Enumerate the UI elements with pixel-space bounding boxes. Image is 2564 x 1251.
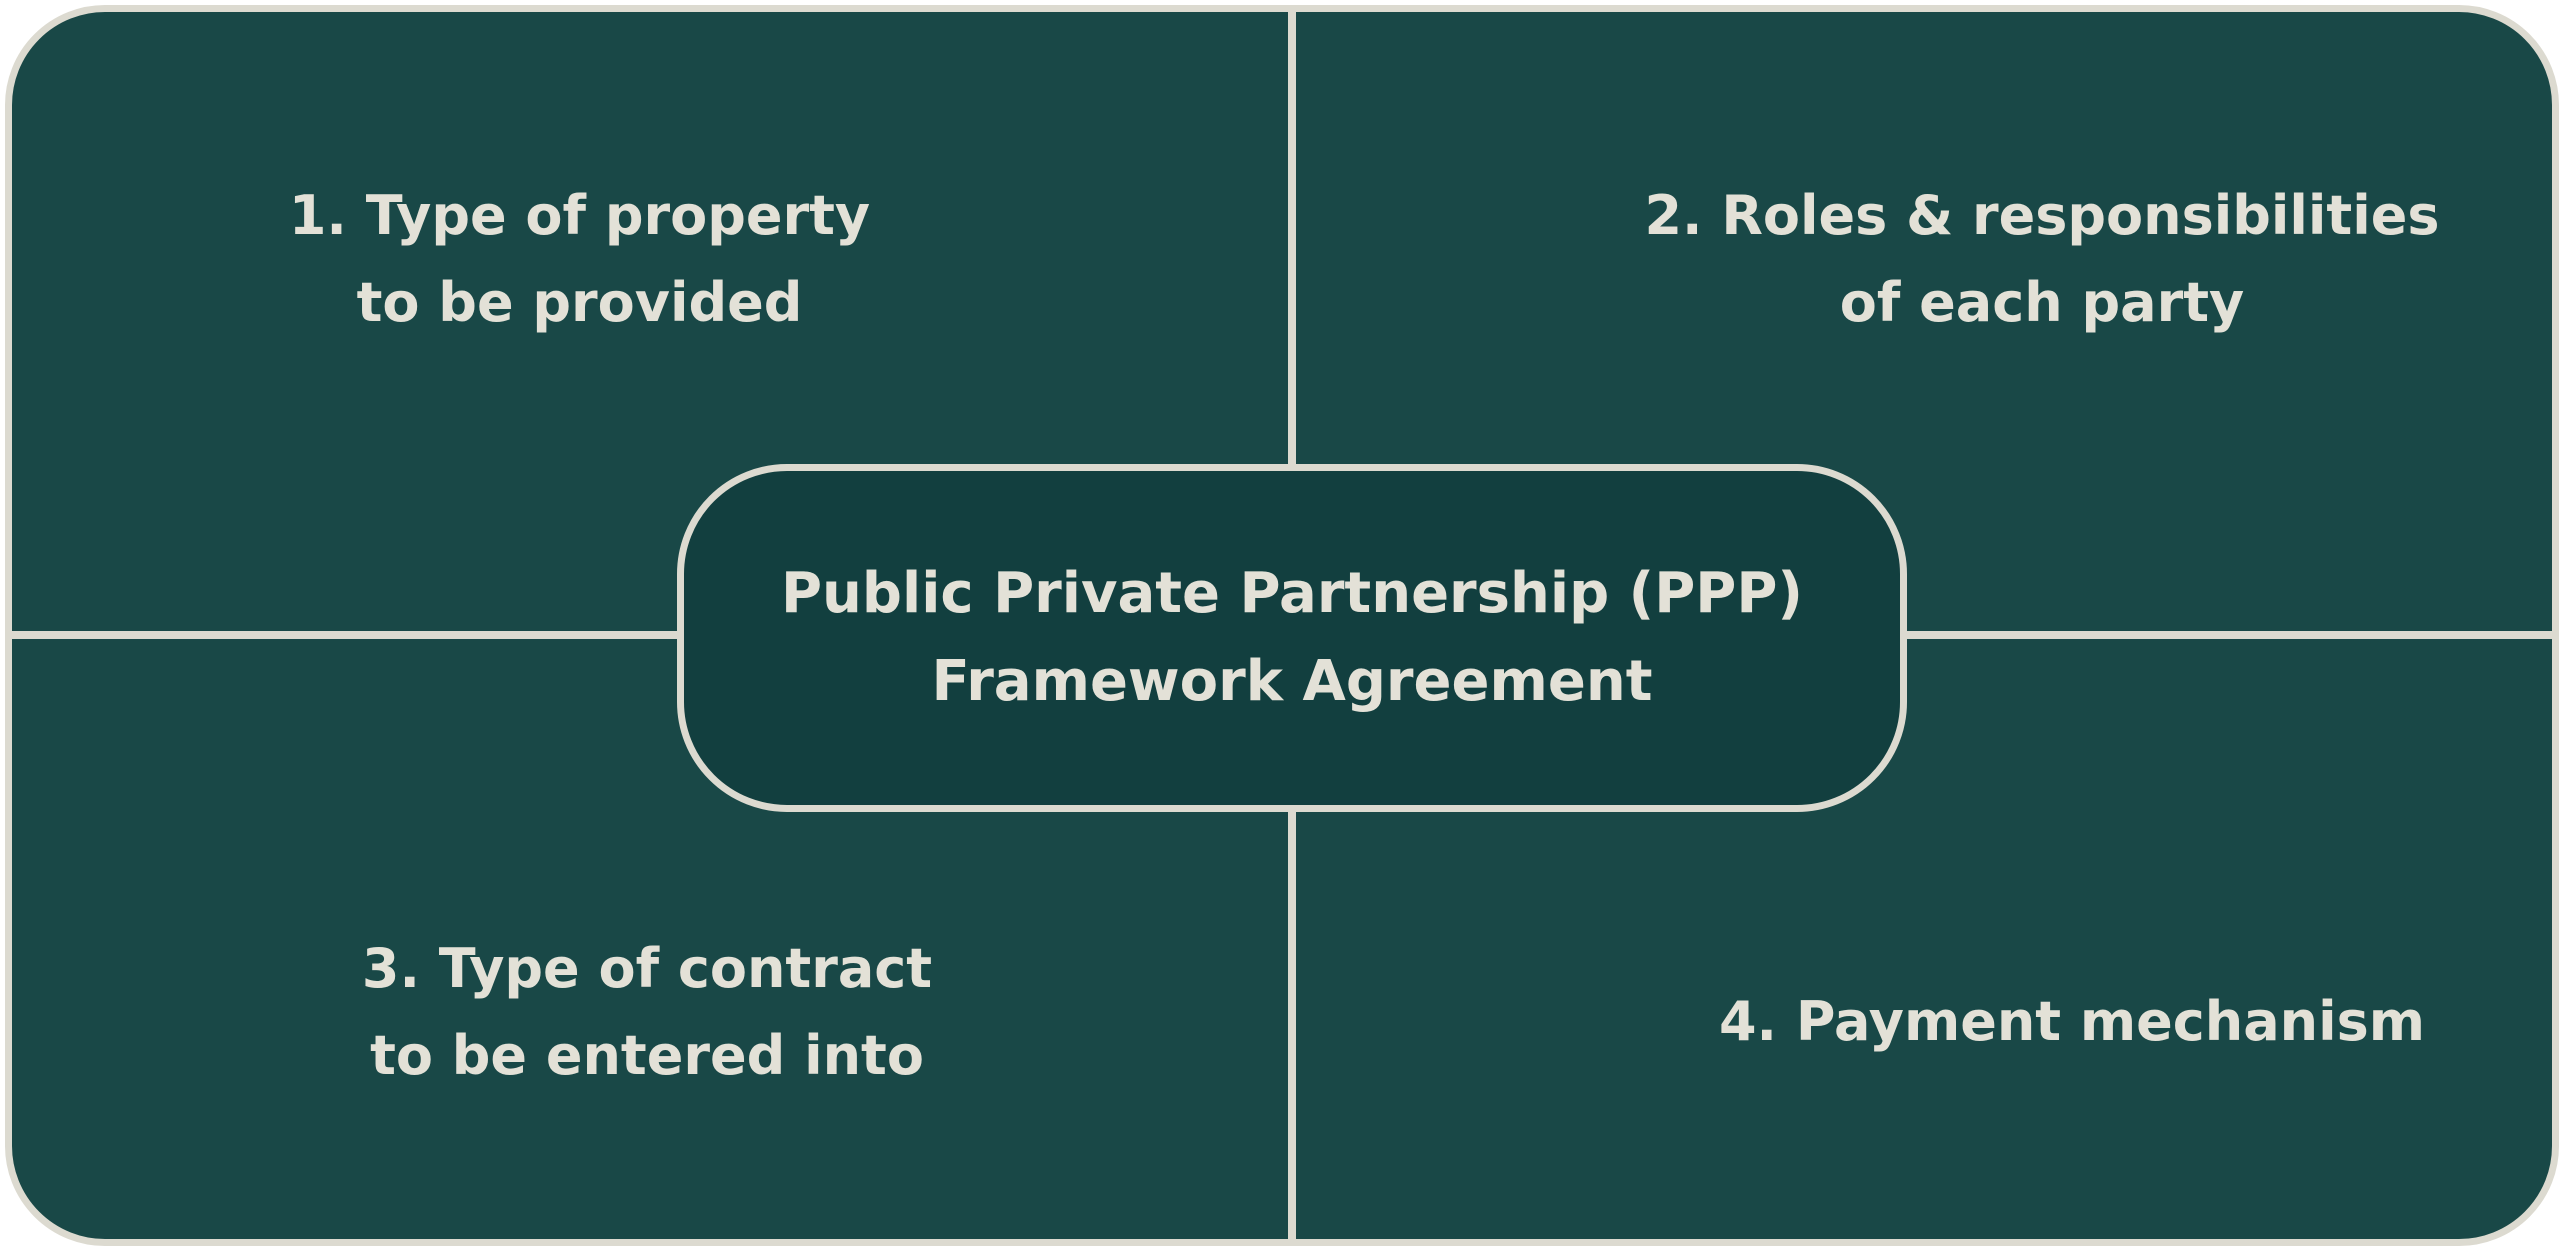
quadrant-4-line-1: 4. Payment mechanism xyxy=(1718,990,2426,1053)
quadrant-3-line-1: 3. Type of contract xyxy=(361,937,933,1000)
quadrant-top-left: 1. Type of property to be provided xyxy=(182,172,977,346)
quadrant-3-line-2: to be entered into xyxy=(370,1024,924,1087)
center-node: Public Private Partnership (PPP) Framewo… xyxy=(677,464,1907,812)
center-title-line-2: Framework Agreement xyxy=(931,649,1653,714)
quadrant-1-line-1: 1. Type of property xyxy=(288,184,871,247)
quadrant-2-line-1: 2. Roles & responsibilities xyxy=(1644,184,2440,247)
quadrant-bottom-left: 3. Type of contract to be entered into xyxy=(262,925,1032,1099)
quadrant-2-line-2: of each party xyxy=(1839,271,2245,334)
center-title-line-1: Public Private Partnership (PPP) xyxy=(781,561,1803,626)
quadrant-top-right: 2. Roles & responsibilities of each part… xyxy=(1612,172,2472,346)
quadrant-1-line-2: to be provided xyxy=(356,271,803,334)
quadrant-bottom-right: 4. Payment mechanism xyxy=(1672,978,2472,1065)
diagram-frame: 1. Type of property to be provided 2. Ro… xyxy=(5,5,2559,1246)
